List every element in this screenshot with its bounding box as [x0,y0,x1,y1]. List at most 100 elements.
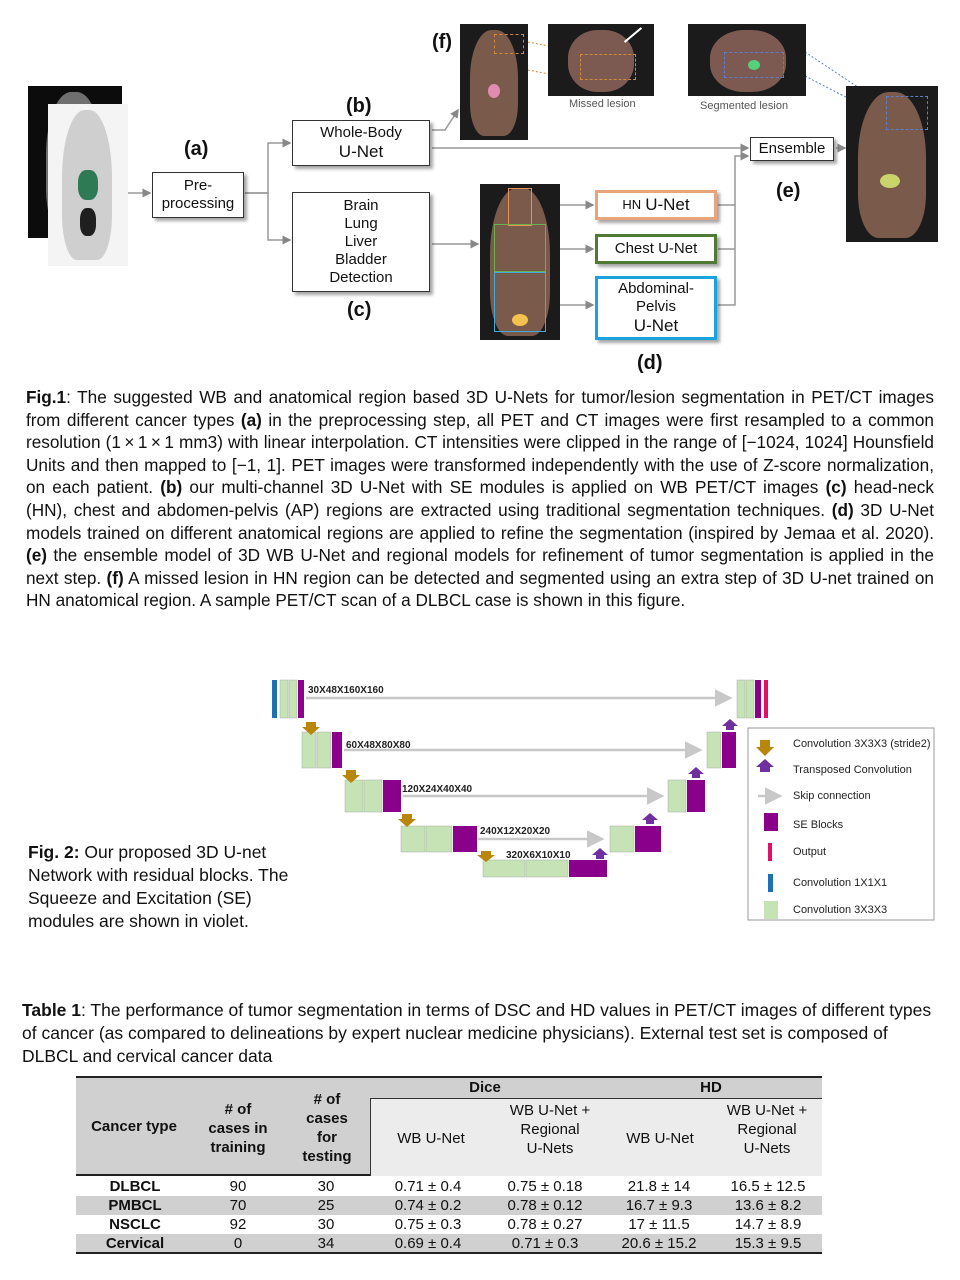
fig1-caption-text-7: A missed lesion in HN region can be dete… [26,567,934,611]
missed-lesion-note: Missed lesion [569,98,636,110]
cell-hd-reg: 14.7 ± 8.9 [734,1216,802,1233]
header-training: # of cases in training [200,1100,276,1157]
subheader-dice-regional-line2: Regional [520,1121,580,1138]
header-testing: # of cases for testing [290,1090,364,1166]
dim-label-level2: 60X48X80X80 [346,740,411,751]
panel-label-e: (e) [776,180,801,202]
output-scan [846,86,938,242]
cell-type: Cervical [105,1234,165,1252]
panel-label-c: (c) [347,299,372,321]
cell-test: 25 [317,1197,335,1214]
region-detection-line1: Brain [343,197,379,214]
header-testing-line4: testing [302,1148,352,1165]
table-row-pmbcl: PMBCL 70 25 0.74 ± 0.2 0.78 ± 0.12 16.7 … [76,1196,822,1215]
subheader-hd-wb: WB U-Net [626,1130,694,1147]
fig1-caption: Fig.1: The suggested WB and anatomical r… [26,386,934,612]
legend-label-se: SE Blocks [793,819,844,831]
cell-dice-wb: 0.69 ± 0.4 [394,1234,462,1252]
header-hd: HD [700,1079,722,1096]
hn-detail-scan [460,24,528,140]
fig1-caption-text-6: the ensemble model of 3D WB U-Net and re… [26,545,934,588]
legend-label-conv1x1: Convolution 1X1X1 [793,877,888,889]
preprocessing-line2: processing [161,195,235,212]
cell-train: 90 [229,1178,247,1195]
cell-dice-wb: 0.75 ± 0.3 [394,1216,462,1233]
dim-label-bottleneck: 320X6X10X10 [506,850,571,861]
legend-label-output: Output [793,846,827,858]
header-training-line3: training [210,1139,266,1156]
missed-lesion-scan [548,24,654,96]
subheader-hd-regional-line3: U-Nets [743,1140,791,1157]
fig1-caption-d: (d) [831,499,854,520]
subheader-hd-regional: WB U-Net + Regional U-Nets [712,1101,822,1158]
fig2-caption-label: Fig. 2: [28,842,80,862]
fig1-caption-e: (e) [26,545,48,566]
cell-hd-wb: 21.8 ± 14 [627,1178,691,1195]
header-cancer-type: Cancer type [91,1118,177,1135]
table-row-cervical: Cervical 0 34 0.69 ± 0.4 0.71 ± 0.3 20.6… [76,1234,822,1253]
dim-label-level1: 30X48X160X160 [308,685,384,696]
fig1-caption-text-2: in the preprocessing step, all PET and C… [26,409,934,498]
cell-dice-wb: 0.71 ± 0.4 [394,1178,462,1195]
cell-test: 30 [317,1178,335,1195]
header-testing-line2: cases [306,1110,348,1127]
table-row-nsclc: NSCLC 92 30 0.75 ± 0.3 0.78 ± 0.27 17 ± … [76,1215,822,1234]
fig1-caption-a: (a) [240,409,262,430]
fig1-caption-text-4: head-neck (HN), chest and abdomen-pelvis… [26,477,934,520]
cell-type: PMBCL [108,1197,162,1214]
header-testing-line1: # of [313,1091,341,1108]
panel-label-f: (f) [432,31,452,53]
subheader-dice-regional: WB U-Net + Regional U-Nets [492,1101,608,1158]
cell-hd-wb: 16.7 ± 9.3 [625,1197,693,1214]
fig1-caption-text-5: 3D U-Net models trained on different ana… [26,499,934,543]
cell-test: 34 [317,1234,335,1252]
fig1-caption-label: Fig.1 [26,387,67,407]
table-row-dlbcl: DLBCL 90 30 0.71 ± 0.4 0.75 ± 0.18 21.8 … [76,1177,822,1196]
cell-dice-reg: 0.75 ± 0.18 [507,1178,583,1195]
input-pet-scan [48,104,128,266]
chest-unet-box: Chest U-Net [595,234,717,264]
region-detection-box: Brain Lung Liver Bladder Detection [292,192,430,292]
header-testing-line3: for [317,1129,337,1146]
cell-train: 0 [233,1234,243,1252]
table1-caption-text: : The performance of tumor segmentation … [22,1000,932,1066]
header-training-line2: cases in [208,1120,268,1137]
cell-dice-wb: 0.74 ± 0.2 [394,1197,462,1214]
cell-test: 30 [317,1216,335,1233]
panel-label-d: (d) [637,352,663,374]
preprocessing-box: Pre- processing [152,172,244,218]
fig1-caption-text-3: our multi-channel 3D U-Net with SE modul… [182,477,826,498]
legend-label-conv-stride2: Convolution 3X3X3 (stride2) [793,738,931,750]
subheader-dice-regional-line1: WB U-Net + [509,1102,591,1119]
ensemble-box: Ensemble [750,137,834,161]
fig1-caption-b: (b) [160,477,183,498]
subheader-hd-regional-line1: WB U-Net + [726,1102,808,1119]
wb-unet-line2: U-Net [338,141,384,161]
cell-dice-reg: 0.71 ± 0.3 [511,1234,579,1252]
segmented-lesion-note: Segmented lesion [700,100,789,112]
wb-unet-line1: Whole-Body [320,123,402,141]
cell-train: 70 [229,1197,247,1214]
fig1-caption-f: (f) [106,567,124,588]
segmented-lesion-scan [688,24,806,96]
region-detection-line4: Bladder [335,251,387,268]
region-detection-line5: Detection [329,269,393,286]
header-training-line1: # of [224,1101,252,1118]
cell-dice-reg: 0.78 ± 0.12 [507,1197,583,1214]
cell-hd-reg: 15.3 ± 9.5 [734,1234,802,1252]
cell-hd-reg: 16.5 ± 12.5 [730,1178,806,1195]
region-detection-line2: Lung [344,215,378,232]
hn-unet-label: U-Net [645,194,690,214]
legend-label-skip: Skip connection [793,790,871,802]
ap-unet-line3: U-Net [633,315,679,335]
ap-unet-line2: Pelvis [635,297,676,315]
cell-train: 92 [229,1216,247,1233]
header-dice: Dice [469,1079,501,1096]
panel-label-b: (b) [346,95,372,117]
dim-label-level3: 120X24X40X40 [402,784,473,795]
cell-hd-wb: 20.6 ± 15.2 [621,1234,697,1252]
preprocessing-line1: Pre- [183,177,213,194]
ensemble-label: Ensemble [758,140,826,157]
cell-type: DLBCL [109,1178,161,1195]
region-detection-line3: Liver [344,233,378,250]
